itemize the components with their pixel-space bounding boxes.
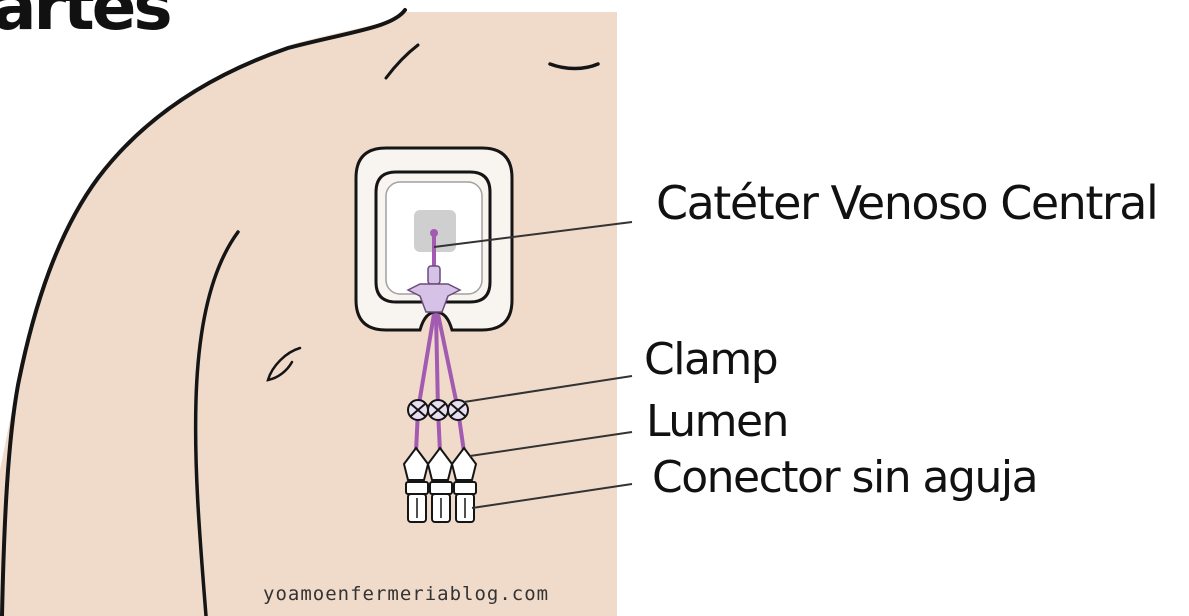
label-lumen: Lumen bbox=[646, 400, 788, 444]
needleless-connector-right bbox=[454, 482, 476, 522]
label-conector-sin-aguja: Conector sin aguja bbox=[652, 456, 1037, 500]
needleless-connector-middle bbox=[430, 482, 452, 522]
catheter-hub-neck bbox=[428, 266, 440, 284]
insertion-site bbox=[430, 229, 438, 237]
watermark: yoamoenfermeriablog.com bbox=[263, 583, 549, 605]
label-clamp: Clamp bbox=[644, 338, 777, 382]
label-cateter-venoso-central: Catéter Venoso Central bbox=[656, 180, 1157, 226]
needleless-connector-left bbox=[406, 482, 428, 522]
clamp-middle bbox=[428, 400, 448, 420]
clamp-left bbox=[408, 400, 428, 420]
heading-fragment: artes bbox=[0, 0, 170, 40]
clamp-right bbox=[448, 400, 468, 420]
